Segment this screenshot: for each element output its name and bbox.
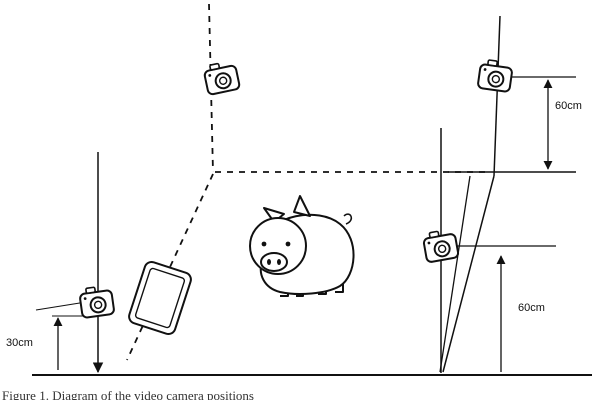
right-top-spacing-label: 60cm — [555, 100, 582, 112]
pig-icon — [249, 195, 355, 297]
figure-caption: Figure 1. Diagram of the video camera po… — [2, 388, 254, 400]
camera-icon — [201, 59, 242, 97]
left-camera-leader — [35, 301, 87, 311]
camera-icon — [77, 283, 116, 320]
left-height-label: 30cm — [6, 337, 33, 349]
camera-icon — [476, 57, 515, 94]
right-bottom-height-label: 60cm — [518, 302, 545, 314]
diagonal-dashed-line — [126, 173, 214, 361]
right-tall-pole — [493, 15, 501, 177]
right-diagonal-2 — [439, 175, 471, 373]
tablet-device-icon — [128, 260, 192, 336]
right-diagonal — [442, 175, 495, 373]
